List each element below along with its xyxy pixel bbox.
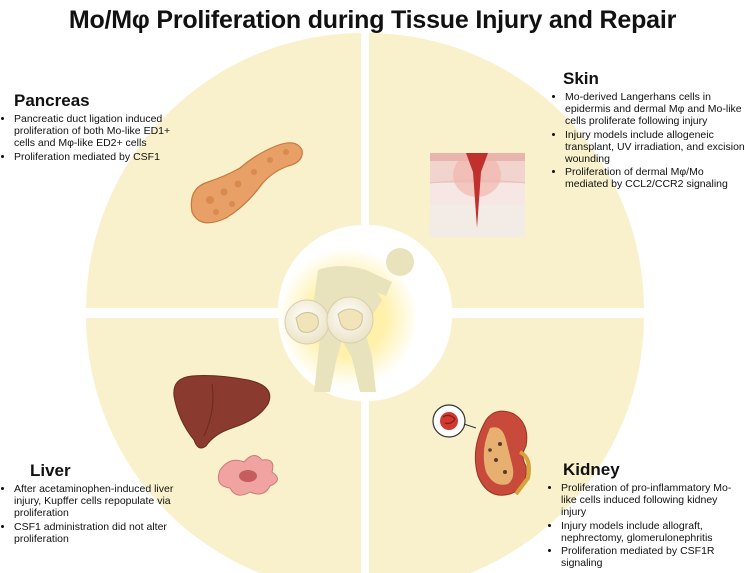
ring-quadrant-pancreas — [86, 33, 361, 308]
figure-title: Mo/Mφ Proliferation during Tissue Injury… — [68, 6, 677, 34]
bullet-item: Pancreatic duct ligation induced prolife… — [14, 113, 192, 150]
skin-wound-illustration — [429, 153, 526, 237]
bullet-item: Injury models include allogeneic transpl… — [565, 129, 745, 166]
pancreas-illustration — [190, 142, 303, 224]
liver-illustration — [173, 375, 271, 449]
panel-heading-kidney: Kidney — [563, 460, 620, 479]
bullet-item: Proliferation mediated by CSF1 — [14, 151, 192, 163]
bullet-item: After acetaminophen-induced liver injury… — [14, 483, 182, 520]
panel-liver: Liver After acetaminophen-induced liver … — [2, 461, 182, 546]
bullet-list-skin: Mo-derived Langerhans cells in epidermis… — [553, 91, 745, 191]
panel-pancreas: Pancreas Pancreatic duct ligation induce… — [2, 91, 192, 164]
bullet-list-kidney: Proliferation of pro-inflammatory Mo-lik… — [549, 482, 745, 569]
bullet-item: Proliferation mediated by CSF1R signalin… — [561, 545, 745, 569]
bullet-item: Injury models include allograft, nephrec… — [561, 520, 745, 544]
panel-heading-pancreas: Pancreas — [14, 91, 90, 110]
kidney-illustration — [474, 410, 531, 496]
bullet-list-liver: After acetaminophen-induced liver injury… — [2, 483, 182, 545]
bullet-item: Proliferation of pro-inflammatory Mo-lik… — [561, 482, 745, 519]
blood-vessel-inset — [432, 404, 477, 438]
panel-kidney: Kidney Proliferation of pro-inflammatory… — [549, 460, 745, 570]
panel-heading-liver: Liver — [30, 461, 71, 480]
panel-skin: Skin Mo-derived Langerhans cells in epid… — [553, 69, 745, 192]
bullet-list-pancreas: Pancreatic duct ligation induced prolife… — [2, 113, 192, 163]
bullet-item: Mo-derived Langerhans cells in epidermis… — [565, 91, 745, 128]
ring-quadrant-liver — [86, 318, 361, 573]
panel-heading-skin: Skin — [563, 69, 599, 88]
bullet-item: Proliferation of dermal Mφ/Mo mediated b… — [565, 166, 745, 190]
macrophage-cell-illustration — [217, 455, 278, 496]
bullet-item: CSF1 administration did not alter prolif… — [14, 521, 182, 545]
monocyte-cell-illustration — [284, 296, 374, 345]
